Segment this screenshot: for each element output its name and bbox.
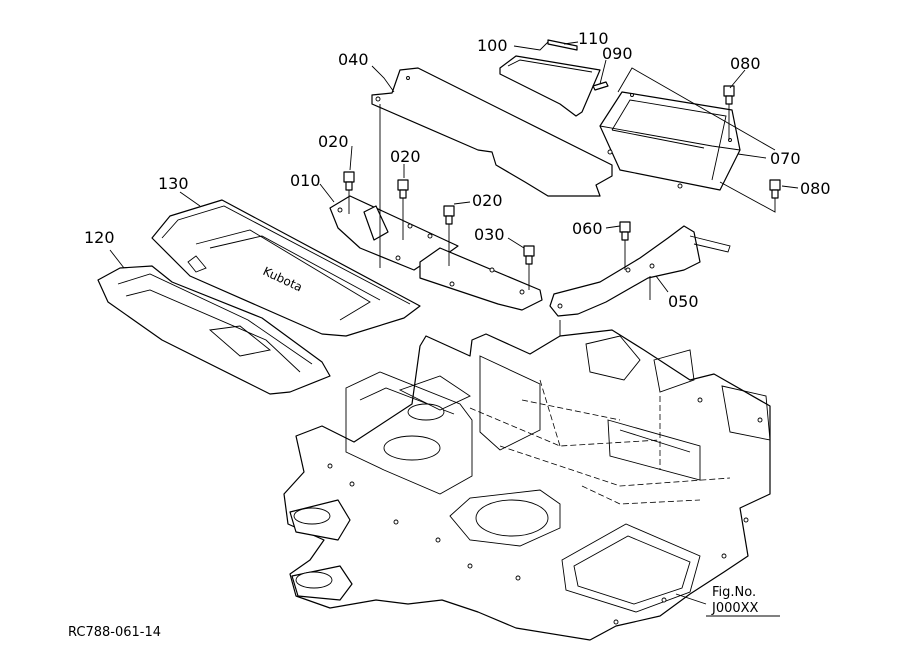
callout-leaders bbox=[109, 41, 799, 605]
cover-plate-100 bbox=[499, 55, 601, 117]
fig-number: J000XX bbox=[711, 601, 759, 616]
floor-mat-130: Kubota bbox=[151, 199, 421, 337]
callout-090: 090 bbox=[602, 44, 633, 63]
callout-130: 130 bbox=[158, 174, 189, 193]
callout-060: 060 bbox=[572, 219, 603, 238]
plate-010 bbox=[329, 195, 459, 271]
callout-050: 050 bbox=[668, 292, 699, 311]
callout-010: 010 bbox=[290, 171, 321, 190]
plate-050 bbox=[549, 225, 731, 317]
plate-030 bbox=[419, 247, 543, 311]
callout-020-a: 020 bbox=[318, 132, 349, 151]
seal-090 bbox=[592, 81, 609, 91]
callout-070: 070 bbox=[770, 149, 801, 168]
callout-020-b: 020 bbox=[390, 147, 421, 166]
floor-plate-040 bbox=[371, 67, 613, 197]
floor-mat-120 bbox=[97, 265, 331, 395]
callout-020-c: 020 bbox=[472, 191, 503, 210]
callout-030: 030 bbox=[474, 225, 505, 244]
bolt-020-c bbox=[443, 205, 455, 225]
bolt-020-a bbox=[343, 171, 355, 191]
bolt-060 bbox=[619, 221, 631, 241]
main-frame bbox=[283, 329, 771, 641]
callout-040: 040 bbox=[338, 50, 369, 69]
callout-080-top: 080 bbox=[730, 54, 761, 73]
fig-label: Fig.No. bbox=[712, 585, 756, 600]
callout-100: 100 bbox=[477, 36, 508, 55]
bolt-020-b bbox=[397, 179, 409, 199]
callout-110: 110 bbox=[578, 29, 609, 48]
seal-110 bbox=[547, 39, 578, 51]
drawing-code: RC788-061-14 bbox=[68, 625, 161, 640]
callout-120: 120 bbox=[84, 228, 115, 247]
bolt-030 bbox=[523, 245, 535, 265]
callout-080-side: 080 bbox=[800, 179, 831, 198]
bolt-080-side bbox=[769, 179, 781, 199]
bolt-080-top bbox=[723, 85, 735, 105]
tool-box-070 bbox=[599, 91, 741, 191]
